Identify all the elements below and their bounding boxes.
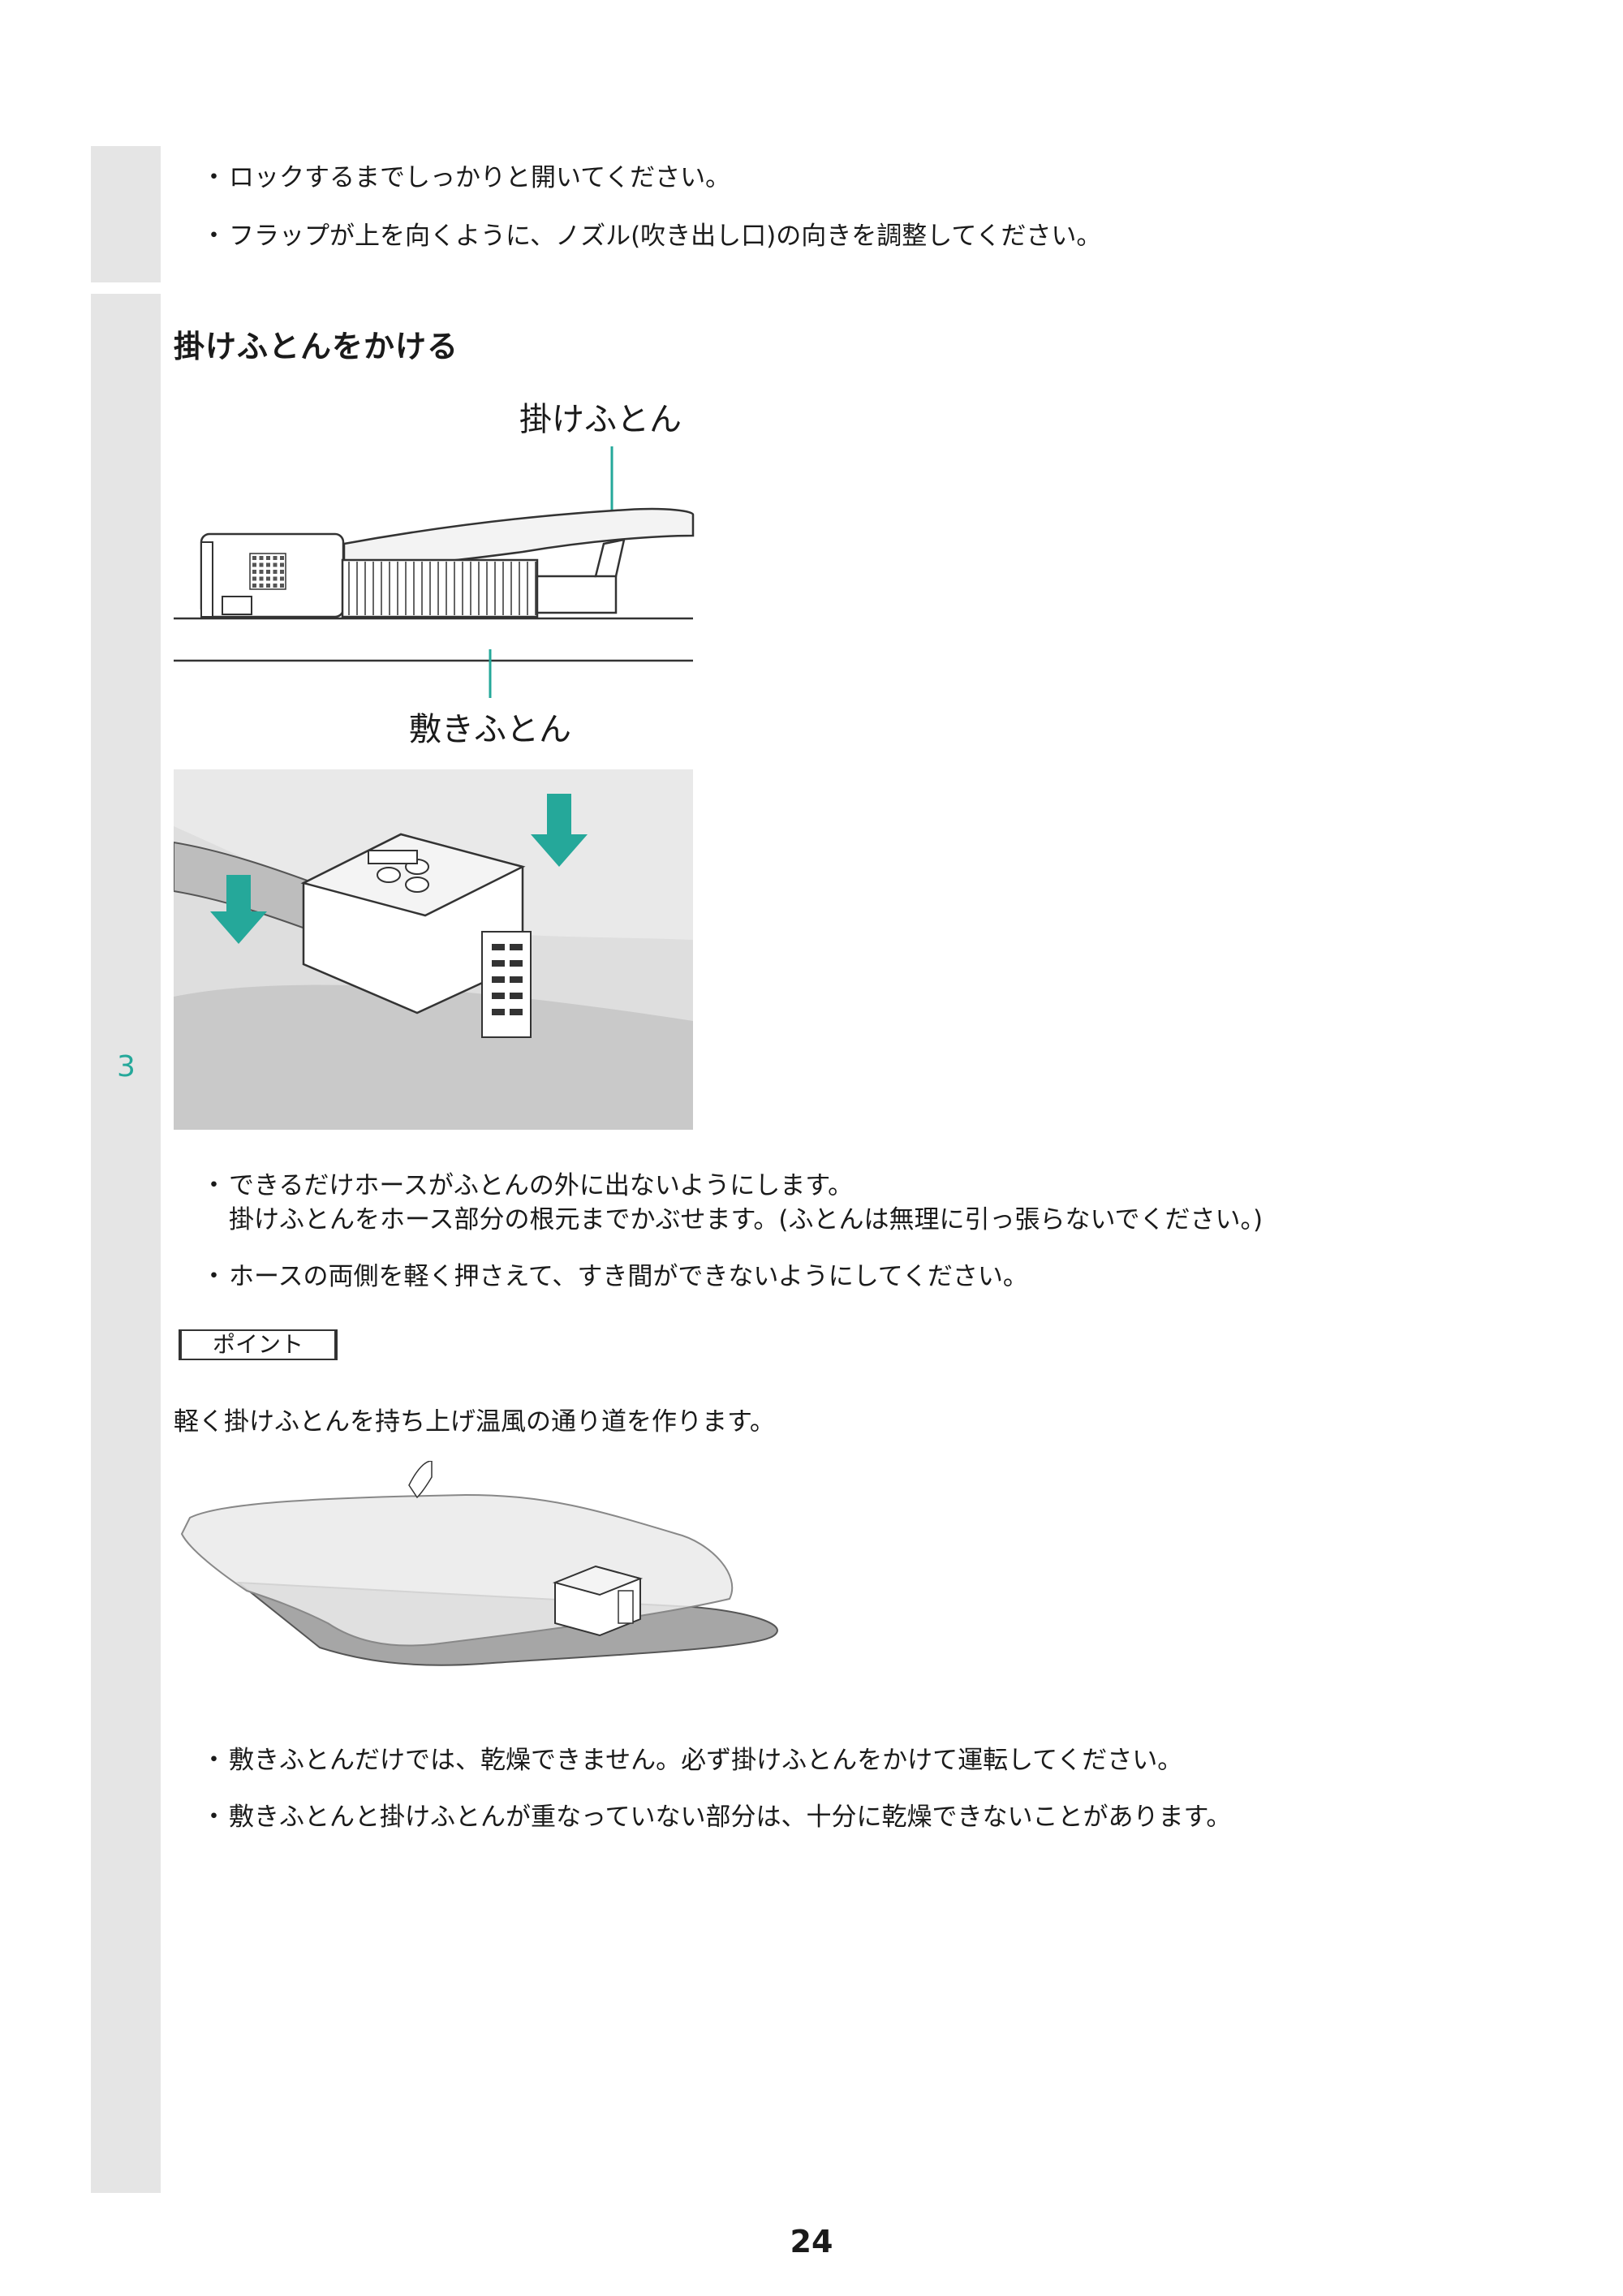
vent-hole — [259, 556, 264, 560]
bullet-dot: ・ — [201, 1746, 226, 1775]
dryer-unit — [552, 1565, 644, 1637]
bullet-text-continued: 掛けふとんをホース部分の根元までかぶせます。(ふとんは無理に引っ張らないでくださ… — [229, 1205, 1264, 1234]
list-item: ・ロックするまでしっかりと開いてください。 — [201, 161, 730, 195]
bullet-dot: ・ — [201, 1803, 226, 1832]
diagram-label-top: 掛けふとん — [519, 401, 682, 438]
vent-hole — [252, 570, 256, 574]
step-number: 3 — [117, 1050, 136, 1083]
side-view-diagram — [174, 446, 695, 698]
list-item: ・敷きふとんと掛けふとんが重なっていない部分は、十分に乾燥できないことがあります… — [201, 1800, 1231, 1834]
dryer-unit — [300, 833, 532, 1038]
bullet-text: できるだけホースがふとんの外に出ないようにします。 — [229, 1171, 854, 1200]
list-item: ・フラップが上を向くように、ノズル(吹き出し口)の向きを調整してください。 — [201, 219, 1101, 253]
vent-hole — [252, 562, 256, 567]
vent-hole — [266, 556, 270, 560]
list-item: ・できるだけホースがふとんの外に出ないようにします。 掛けふとんをホース部分の根… — [201, 1169, 1263, 1237]
vent-grid — [249, 553, 286, 590]
futon-lift-illustration — [180, 1461, 778, 1666]
unit-front — [200, 541, 213, 618]
hose — [341, 558, 539, 618]
vent-hole — [280, 584, 284, 588]
bullet-dot: ・ — [201, 1262, 226, 1291]
vent-hole — [273, 570, 278, 574]
list-item: ・ホースの両側を軽く押さえて、すき間ができないようにしてください。 — [201, 1260, 1028, 1294]
bullet-dot: ・ — [201, 1171, 226, 1200]
point-text: 軽く掛けふとんを持ち上げ温風の通り道を作ります。 — [174, 1407, 775, 1437]
vent-hole — [259, 562, 264, 567]
press-arrow-left — [210, 875, 267, 944]
diagram-label-bottom: 敷きふとん — [409, 711, 571, 748]
step-bar-top — [91, 146, 161, 282]
bullet-text: 敷きふとんと掛けふとんが重なっていない部分は、十分に乾燥できないことがあります。 — [229, 1803, 1232, 1832]
vent-hole — [273, 562, 278, 567]
vent-hole — [252, 576, 256, 581]
vent-hole — [266, 562, 270, 567]
vent-hole — [280, 562, 284, 567]
bullet-dot: ・ — [201, 222, 226, 251]
page-number: 24 — [790, 2224, 833, 2259]
list-item: ・敷きふとんだけでは、乾燥できません。必ず掛けふとんをかけて運転してください。 — [201, 1743, 1182, 1777]
flap — [594, 538, 626, 578]
vent-hole — [266, 584, 270, 588]
bullet-text: フラップが上を向くように、ノズル(吹き出し口)の向きを調整してください。 — [229, 222, 1102, 251]
vent-hole — [273, 556, 278, 560]
vent-hole — [280, 570, 284, 574]
vent-hole — [259, 576, 264, 581]
step-bar-main — [91, 294, 161, 2193]
bullet-text: 敷きふとんだけでは、乾燥できません。必ず掛けふとんをかけて運転してください。 — [229, 1746, 1183, 1775]
vent-hole — [280, 576, 284, 581]
press-arrow-right — [531, 794, 588, 867]
unit-foot — [222, 596, 252, 615]
vent-hole — [259, 584, 264, 588]
vent-hole — [273, 584, 278, 588]
vent-hole — [266, 576, 270, 581]
hose-ribs — [348, 562, 536, 615]
bullet-text: ホースの両側を軽く押さえて、すき間ができないようにしてください。 — [229, 1262, 1028, 1291]
vent-hole — [266, 570, 270, 574]
section-title: 掛けふとんをかける — [174, 329, 459, 364]
press-hose-illustration — [174, 769, 693, 1130]
vent-hole — [252, 556, 256, 560]
point-label: ポイント — [179, 1329, 338, 1360]
bullet-dot: ・ — [201, 163, 226, 192]
bullet-text: ロックするまでしっかりと開いてください。 — [229, 163, 731, 192]
vent-hole — [280, 556, 284, 560]
vent-hole — [273, 576, 278, 581]
vent-hole — [252, 584, 256, 588]
vent-hole — [259, 570, 264, 574]
